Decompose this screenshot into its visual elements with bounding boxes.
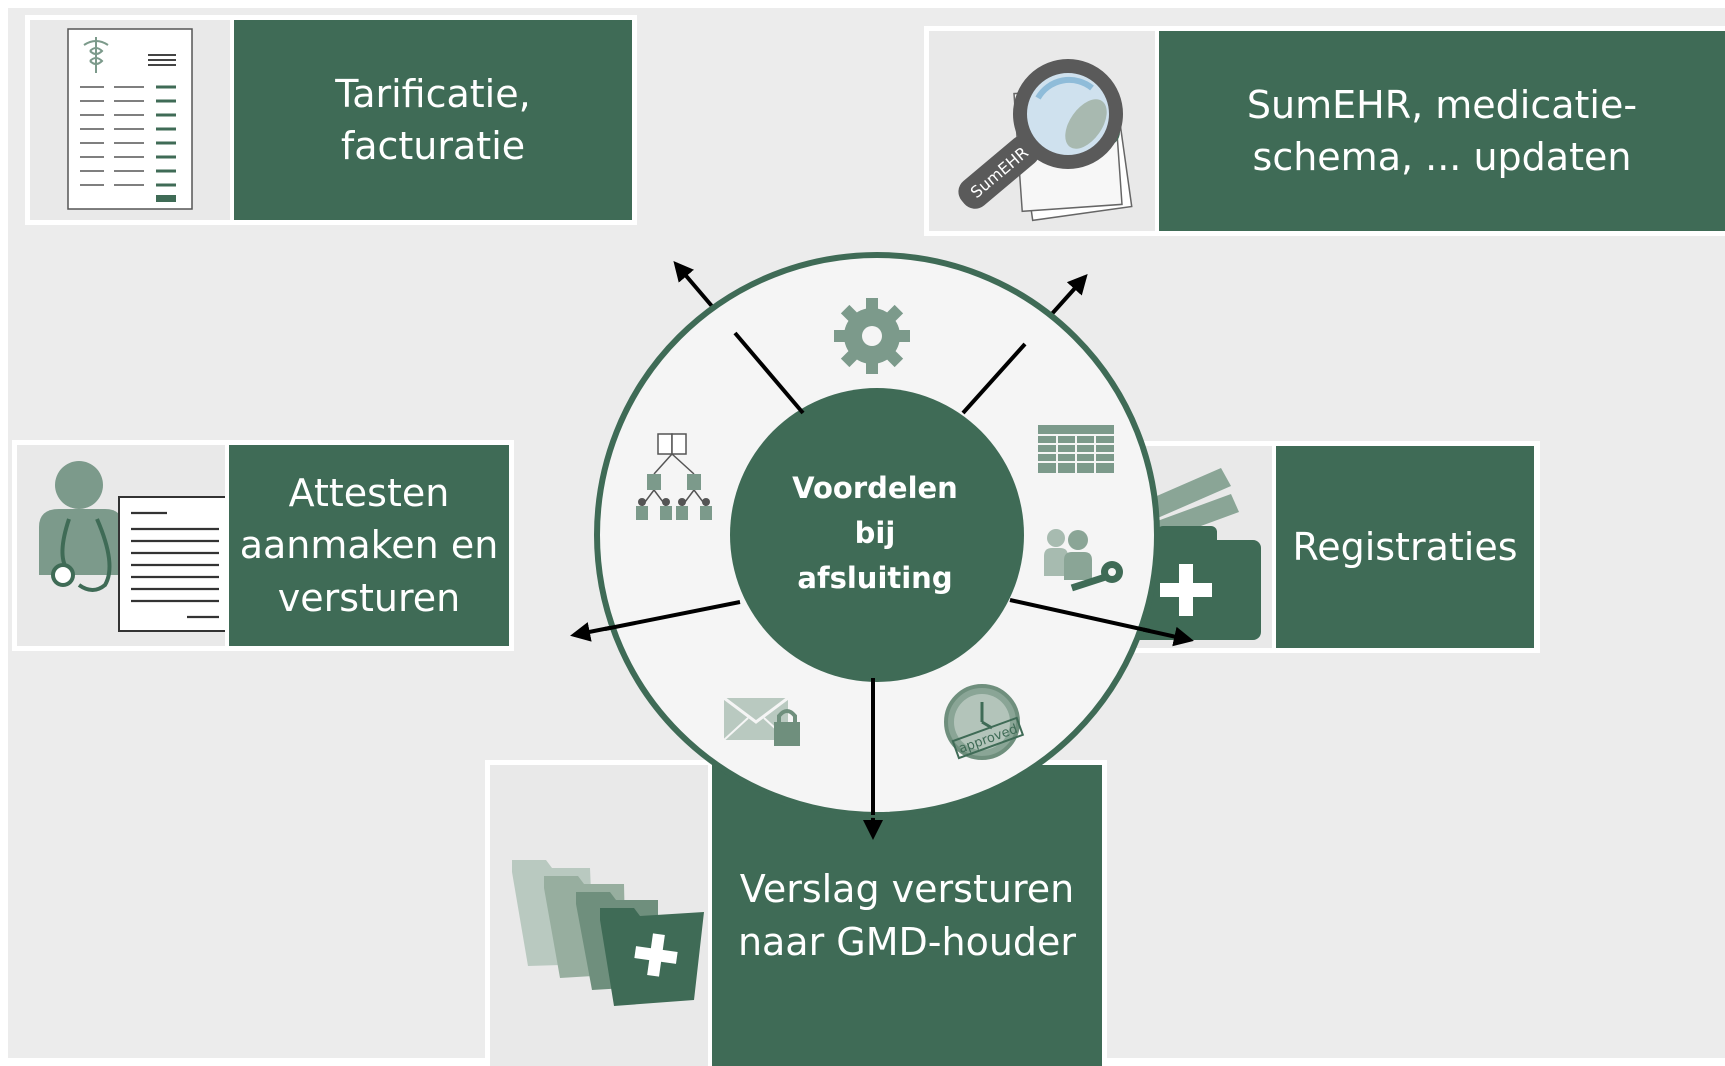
secure-mail-icon bbox=[723, 696, 800, 746]
doctor-certificate-icon bbox=[39, 461, 225, 632]
center-circle bbox=[730, 388, 1024, 682]
box-sumehr-icon-area: SumEHR bbox=[929, 31, 1155, 231]
box-attesten-icon-area bbox=[17, 445, 225, 646]
box-tarificatie: Tarificatie, facturatie bbox=[25, 15, 637, 225]
box-verslag: Verslag versturen naar GMD-houder bbox=[485, 760, 1107, 1066]
box-sumehr: SumEHR SumEHR, medicatie- schema, ... up… bbox=[924, 26, 1725, 236]
box-tarificatie-label: Tarificatie, facturatie bbox=[234, 20, 632, 220]
box-sumehr-label: SumEHR, medicatie- schema, ... updaten bbox=[1159, 31, 1725, 231]
magnifier-sumehr-icon: SumEHR bbox=[958, 59, 1133, 222]
box-verslag-icon-area bbox=[490, 765, 708, 1066]
box-attesten-label: Attesten aanmaken en versturen bbox=[229, 445, 509, 646]
invoice-document-icon bbox=[67, 28, 193, 210]
box-tarificatie-icon-area bbox=[30, 20, 230, 220]
box-registraties-label: Registraties bbox=[1276, 446, 1534, 648]
box-attesten: Attesten aanmaken en versturen bbox=[12, 440, 514, 651]
spreadsheet-icon bbox=[1038, 425, 1114, 473]
gear-icon bbox=[834, 298, 910, 374]
hierarchy-icon bbox=[636, 433, 712, 520]
box-verslag-label: Verslag versturen naar GMD-houder bbox=[712, 765, 1102, 1066]
users-key-icon bbox=[1044, 529, 1123, 592]
center-label: Voordelen bij afsluiting bbox=[792, 471, 958, 595]
medical-folders-icon bbox=[512, 859, 704, 1006]
